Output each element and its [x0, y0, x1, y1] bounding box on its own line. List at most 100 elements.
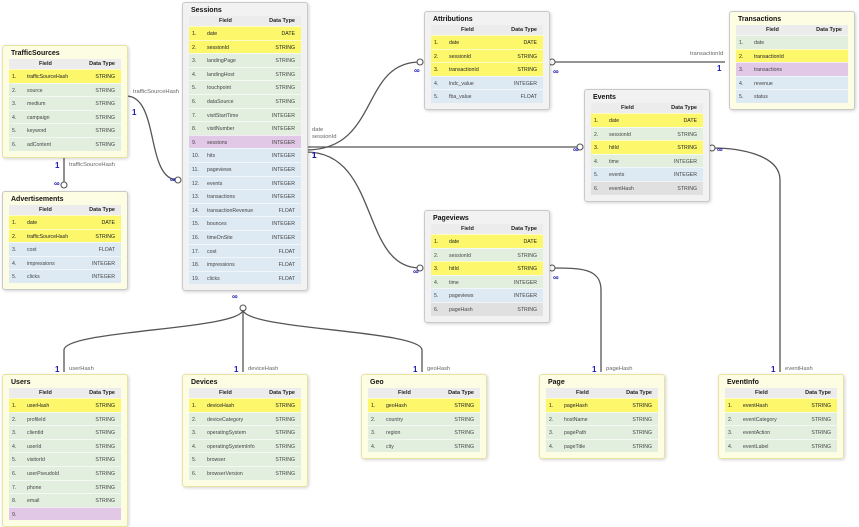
table-row[interactable]: 4.revenue	[736, 75, 848, 90]
relationship-sessions-pageviews[interactable]: 1∞	[305, 151, 424, 276]
table-row[interactable]: 5.status	[736, 89, 848, 103]
table-row[interactable]: 9.	[9, 506, 121, 521]
table-row[interactable]: 1.date	[736, 35, 848, 49]
relationship-attributions-transactions[interactable]: transactionId∞1	[548, 51, 725, 76]
relationship-sessions-attributions[interactable]: 1∞	[305, 58, 424, 160]
table-row[interactable]: 2.transactionId	[736, 48, 848, 63]
table-row[interactable]: 3.transactions	[736, 62, 848, 76]
